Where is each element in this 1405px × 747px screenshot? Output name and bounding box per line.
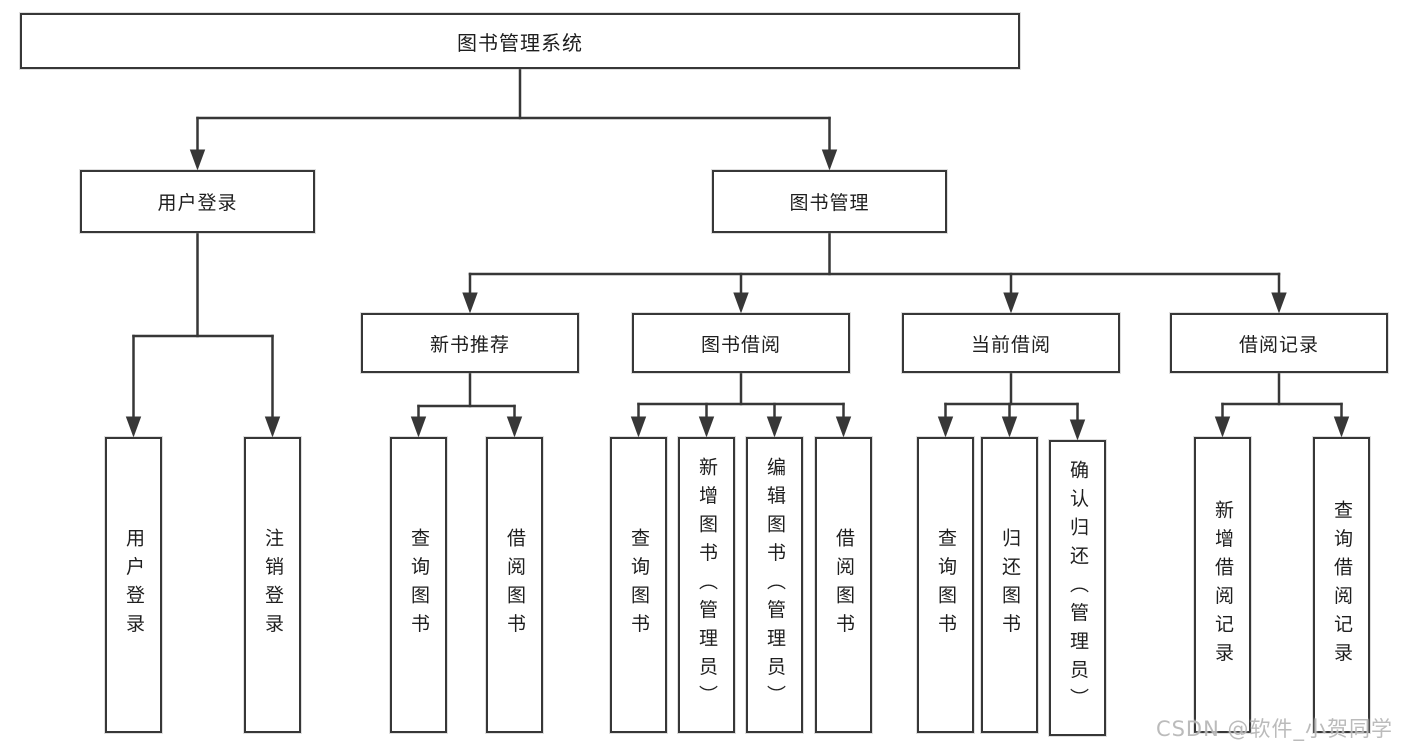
node-label: 用户登录 <box>157 192 238 214</box>
leaf-query-books-current: 查询图书 <box>917 437 974 733</box>
node-new-book-recommend: 新书推荐 <box>361 313 579 373</box>
node-label: 查询图书 <box>628 528 650 642</box>
leaf-borrow-books-recommend: 借阅图书 <box>486 437 543 733</box>
node-user-login: 用户登录 <box>80 170 315 233</box>
node-book-management: 图书管理 <box>712 170 947 233</box>
node-label: 借阅图书 <box>504 528 526 642</box>
node-label: 图书管理 <box>789 192 870 214</box>
node-label: 查询图书 <box>408 528 430 642</box>
leaf-logout: 注销登录 <box>244 437 301 733</box>
node-label: 归还图书 <box>999 528 1021 642</box>
leaf-query-books-recommend: 查询图书 <box>390 437 447 733</box>
node-label: 确认归还（管理员） <box>1067 459 1089 717</box>
node-library-management-system: 图书管理系统 <box>20 13 1020 69</box>
node-label: 用户登录 <box>123 528 145 642</box>
leaf-confirm-return-admin: 确认归还（管理员） <box>1049 440 1106 736</box>
node-label: 当前借阅 <box>970 333 1051 356</box>
node-book-borrowing: 图书借阅 <box>632 313 850 373</box>
node-label: 新增借阅记录 <box>1212 499 1234 671</box>
node-label: 查询借阅记录 <box>1331 499 1353 671</box>
leaf-query-borrow-record: 查询借阅记录 <box>1313 437 1370 733</box>
node-label: 借阅记录 <box>1238 333 1319 356</box>
node-label: 新书推荐 <box>429 333 510 356</box>
leaf-add-borrow-record: 新增借阅记录 <box>1194 437 1251 733</box>
node-label: 注销登录 <box>262 528 284 642</box>
csdn-watermark: CSDN @软件_小贺同学 <box>1155 717 1393 741</box>
leaf-borrow-books: 借阅图书 <box>815 437 872 733</box>
node-label: 图书借阅 <box>700 333 781 356</box>
leaf-user-login: 用户登录 <box>105 437 162 733</box>
leaf-query-books: 查询图书 <box>610 437 667 733</box>
node-label: 查询图书 <box>935 528 957 642</box>
leaf-edit-books-admin: 编辑图书（管理员） <box>746 437 803 733</box>
node-label: 借阅图书 <box>833 528 855 642</box>
node-current-borrowing: 当前借阅 <box>902 313 1120 373</box>
node-label: 编辑图书（管理员） <box>764 456 786 714</box>
leaf-add-books-admin: 新增图书（管理员） <box>678 437 735 733</box>
leaf-return-books: 归还图书 <box>981 437 1038 733</box>
node-borrowing-records: 借阅记录 <box>1170 313 1388 373</box>
node-label: 图书管理系统 <box>457 30 583 55</box>
node-label: 新增图书（管理员） <box>696 456 718 714</box>
